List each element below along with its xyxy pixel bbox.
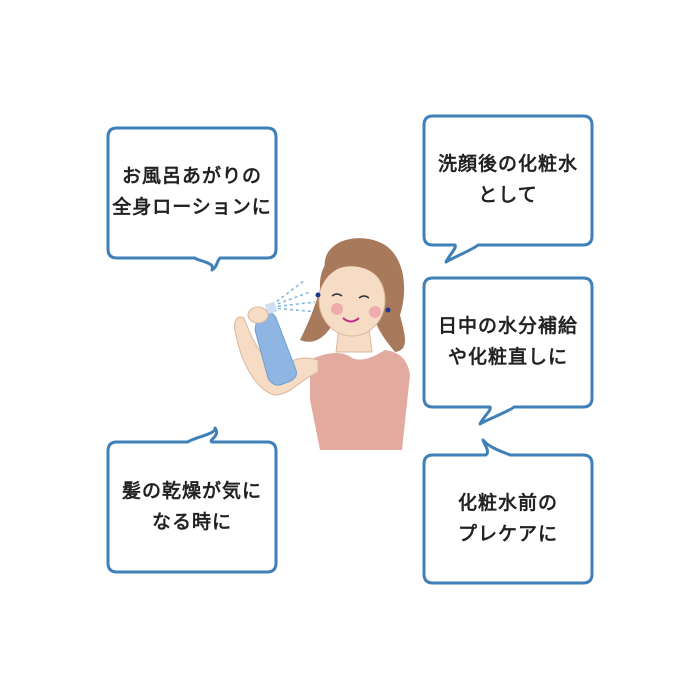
speech-bubble-outline-after-wash bbox=[422, 114, 594, 264]
bubble-line: なる時に bbox=[151, 511, 232, 533]
bubble-line: や化粧直しに bbox=[447, 346, 568, 368]
bubble-line: 髪の乾燥が気に bbox=[121, 480, 262, 502]
bubble-line: 洗顔後の化粧水 bbox=[437, 153, 578, 175]
mist-spray-icon bbox=[271, 279, 319, 313]
speech-bubble-outline-hair bbox=[106, 426, 278, 574]
speech-bubble-outline-after-bath bbox=[106, 126, 278, 272]
bubble-pre-care: 化粧水前の プレケアに bbox=[424, 455, 592, 583]
bubble-line: 化粧水前の bbox=[457, 492, 558, 514]
bubble-line: お風呂あがりの bbox=[121, 165, 262, 187]
spray-bottle-icon bbox=[254, 301, 297, 386]
bubble-after-bath: お風呂あがりの 全身ローションに bbox=[108, 128, 276, 256]
speech-bubble-outline-pre-care bbox=[422, 438, 594, 585]
bubble-hair: 髪の乾燥が気に なる時に bbox=[108, 442, 276, 572]
speech-bubble-outline-daytime bbox=[422, 276, 594, 426]
bubble-line: 全身ローションに bbox=[112, 196, 272, 218]
bubble-line: 日中の水分補給 bbox=[437, 315, 578, 337]
bubble-line: プレケアに bbox=[457, 523, 558, 545]
bubble-line: として bbox=[478, 184, 538, 206]
bubble-daytime: 日中の水分補給 や化粧直しに bbox=[424, 278, 592, 406]
bubble-after-wash: 洗顔後の化粧水 として bbox=[424, 116, 592, 244]
